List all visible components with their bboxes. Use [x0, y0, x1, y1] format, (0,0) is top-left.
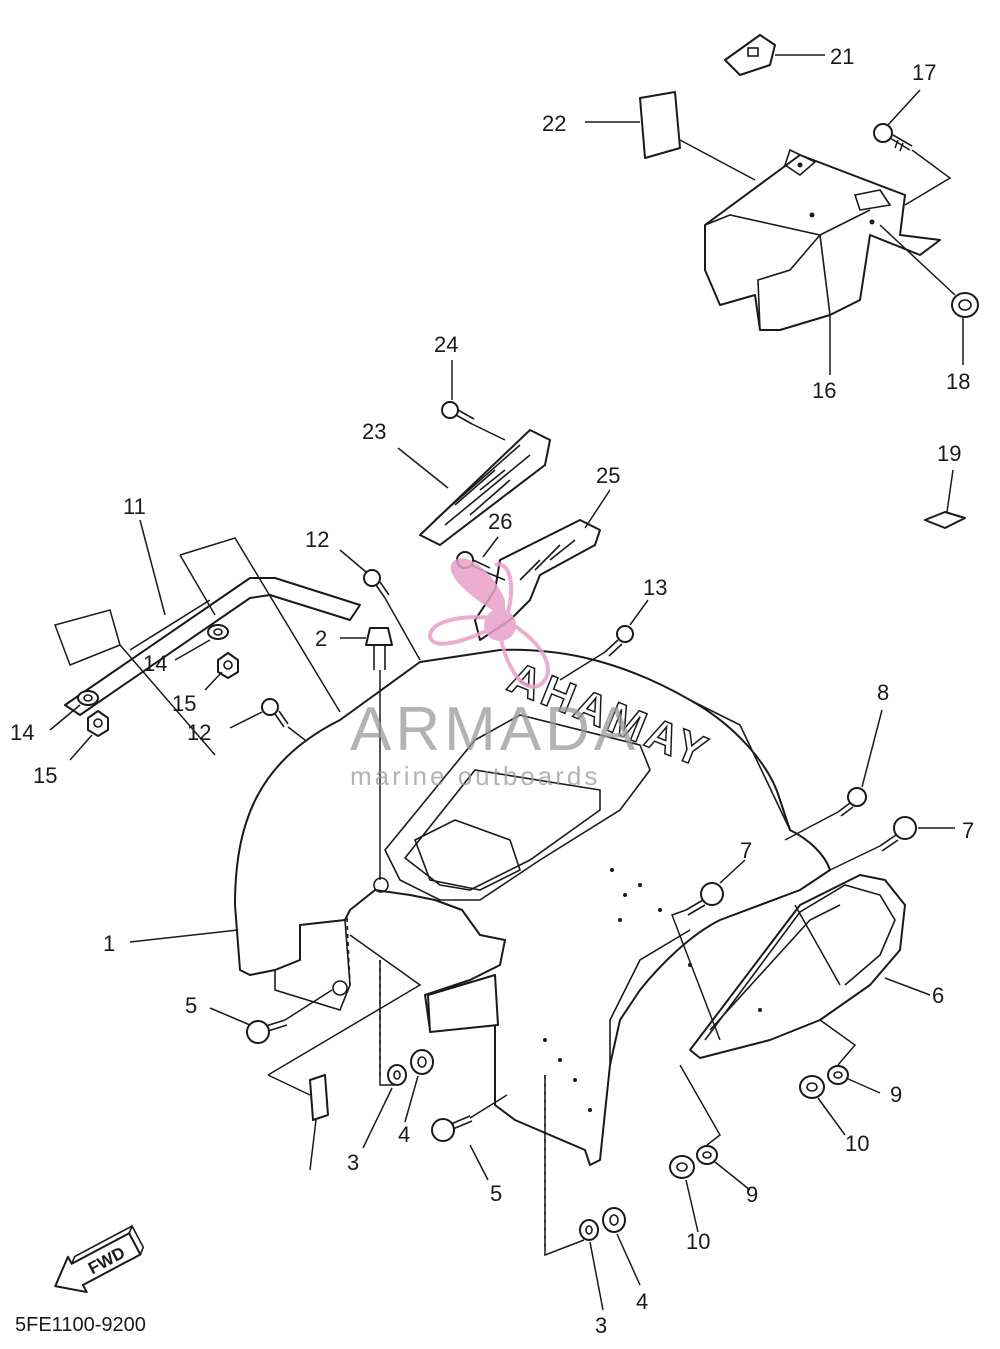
part-21-label	[639, 91, 681, 159]
part-17-bolt	[873, 123, 913, 152]
part-10-nut-b	[669, 1155, 695, 1179]
callout-12b: 12	[187, 720, 211, 745]
part-3-washer-b	[579, 1219, 599, 1241]
part-10-nut-a	[799, 1075, 825, 1099]
callout-3b: 3	[595, 1313, 607, 1338]
callout-7b: 7	[740, 838, 752, 863]
callout-11: 11	[123, 494, 146, 519]
watermark-title: ARMADA	[350, 695, 639, 764]
part-12-bolt-a	[363, 569, 390, 599]
part-22-plate	[419, 429, 551, 546]
callout-22: 23	[362, 419, 386, 444]
callout-9a: 9	[890, 1082, 902, 1107]
callout-14a: 14	[143, 651, 167, 676]
callout-12a: 12	[305, 527, 329, 552]
part-16-rear-box	[704, 148, 941, 331]
callout-23: 24	[434, 332, 458, 357]
callout-14b: 14	[10, 720, 34, 745]
part-20-clip	[724, 34, 776, 76]
leader-lines	[49, 54, 964, 1311]
part-13-bolt	[604, 625, 634, 657]
part-19-pad	[924, 511, 966, 529]
callout-20: 21	[830, 44, 854, 69]
part-6-rear-flap	[689, 874, 906, 1059]
callout-4b: 4	[636, 1289, 648, 1314]
part-5-screw-b	[431, 1115, 473, 1142]
callout-3a: 3	[347, 1150, 359, 1175]
part-7-screw-a	[879, 816, 917, 852]
part-9-washer-b	[696, 1145, 718, 1165]
part-9-washer-a	[827, 1065, 849, 1085]
callout-4a: 4	[398, 1122, 410, 1147]
part-2-long-bolt	[365, 627, 393, 880]
callout-9b: 9	[746, 1182, 758, 1207]
part-23-bolt	[441, 401, 475, 425]
callout-19: 19	[937, 441, 961, 466]
part-code: 5FE1100-9200	[15, 1314, 146, 1336]
part-14-washer-b	[77, 690, 99, 706]
part-24-bracket	[474, 519, 601, 641]
callout-21: 22	[542, 111, 566, 136]
callout-5b: 5	[490, 1181, 502, 1206]
watermark-subtitle: marine outboards	[350, 761, 600, 791]
part-5-screw-a	[246, 1019, 288, 1044]
callout-8: 8	[877, 680, 889, 705]
watermark: ARMADA marine outboards	[350, 558, 639, 791]
fwd-arrow: FWD	[54, 1224, 145, 1294]
part-14-washer-a	[207, 624, 229, 640]
part-15-nut-b	[87, 710, 109, 737]
propeller-logo-icon	[427, 558, 550, 689]
callout-2: 2	[315, 626, 327, 651]
callout-10b: 10	[686, 1229, 710, 1254]
callout-25: 26	[488, 509, 512, 534]
part-26-label	[309, 1074, 329, 1121]
callout-16: 16	[812, 378, 836, 403]
part-4-nut-b	[602, 1207, 626, 1233]
callout-18: 18	[946, 369, 970, 394]
callout-15b: 15	[33, 763, 57, 788]
callout-15a: 15	[172, 691, 196, 716]
callout-17: 17	[912, 60, 936, 85]
callout-24: 25	[596, 463, 620, 488]
callout-labels: 21 22 17 16 18 19 24 23 25 26 11 12 13 2…	[10, 44, 974, 1338]
part-4-nut-a	[410, 1049, 434, 1075]
callout-10a: 10	[845, 1131, 869, 1156]
part-12-bolt-b	[261, 698, 289, 728]
part-1-rear-fender: YAMAHA	[234, 648, 831, 1166]
callout-13: 13	[643, 575, 667, 600]
part-7-screw-b	[685, 882, 724, 916]
part-18-grommet	[951, 292, 979, 318]
callout-6: 6	[932, 983, 944, 1008]
part-3-washer-a	[387, 1064, 407, 1086]
callout-7a: 7	[962, 818, 974, 843]
callout-5a: 5	[185, 993, 197, 1018]
callout-1: 1	[103, 931, 115, 956]
part-8-bolt	[837, 787, 867, 817]
part-15-nut-a	[217, 652, 239, 679]
